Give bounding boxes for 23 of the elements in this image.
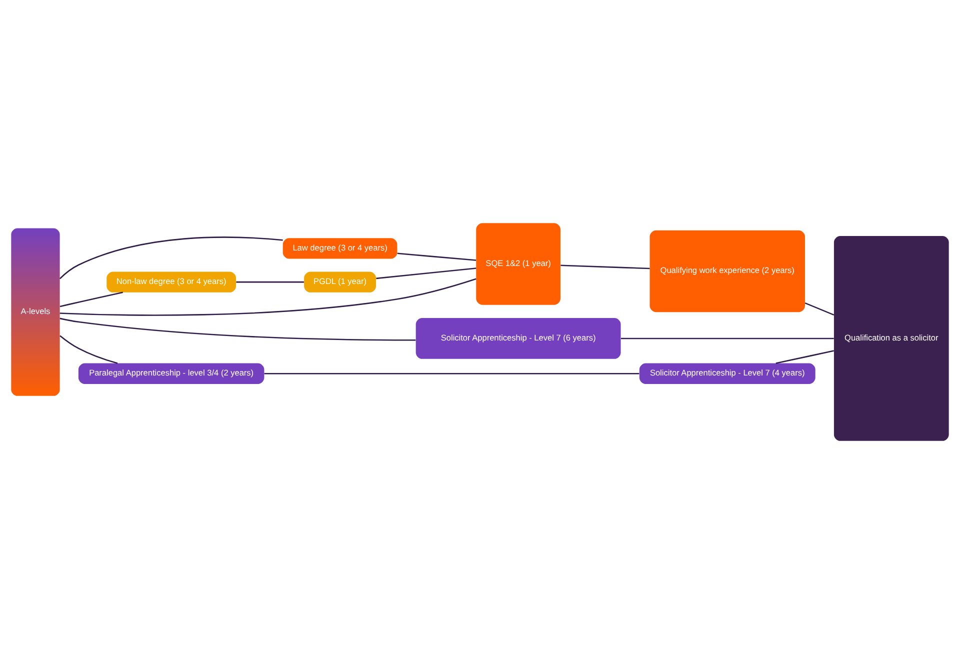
connector — [60, 278, 476, 316]
node-box: SQE 1&2 (1 year) — [476, 222, 560, 304]
connector — [60, 291, 123, 307]
connector — [397, 252, 476, 260]
node-box: Paralegal Apprenticeship - level 3/4 (2 years) — [78, 362, 264, 384]
node-box: Solicitor Apprenticeship - Level 7 (4 years) — [639, 362, 816, 384]
node-box: Qualification as a solicitor — [834, 236, 949, 440]
connector — [60, 334, 118, 364]
connector — [776, 350, 834, 364]
node-box: Law degree (3 or 4 years) — [282, 238, 398, 258]
connector — [620, 337, 834, 339]
connector — [236, 280, 304, 282]
connector — [59, 236, 283, 279]
node-box: Non-law degree (3 or 4 years) — [106, 271, 236, 292]
node-box: Qualifying work experience (2 years) — [650, 230, 805, 312]
node-box: A-levels — [11, 228, 60, 396]
connector — [560, 264, 650, 269]
connector — [376, 267, 476, 279]
node-box: Solicitor Apprenticeship - Level 7 (6 years) — [416, 318, 621, 358]
connector — [264, 372, 640, 374]
connector — [804, 302, 834, 316]
connector — [60, 317, 416, 340]
node-box: PGDL (1 year) — [304, 271, 376, 292]
